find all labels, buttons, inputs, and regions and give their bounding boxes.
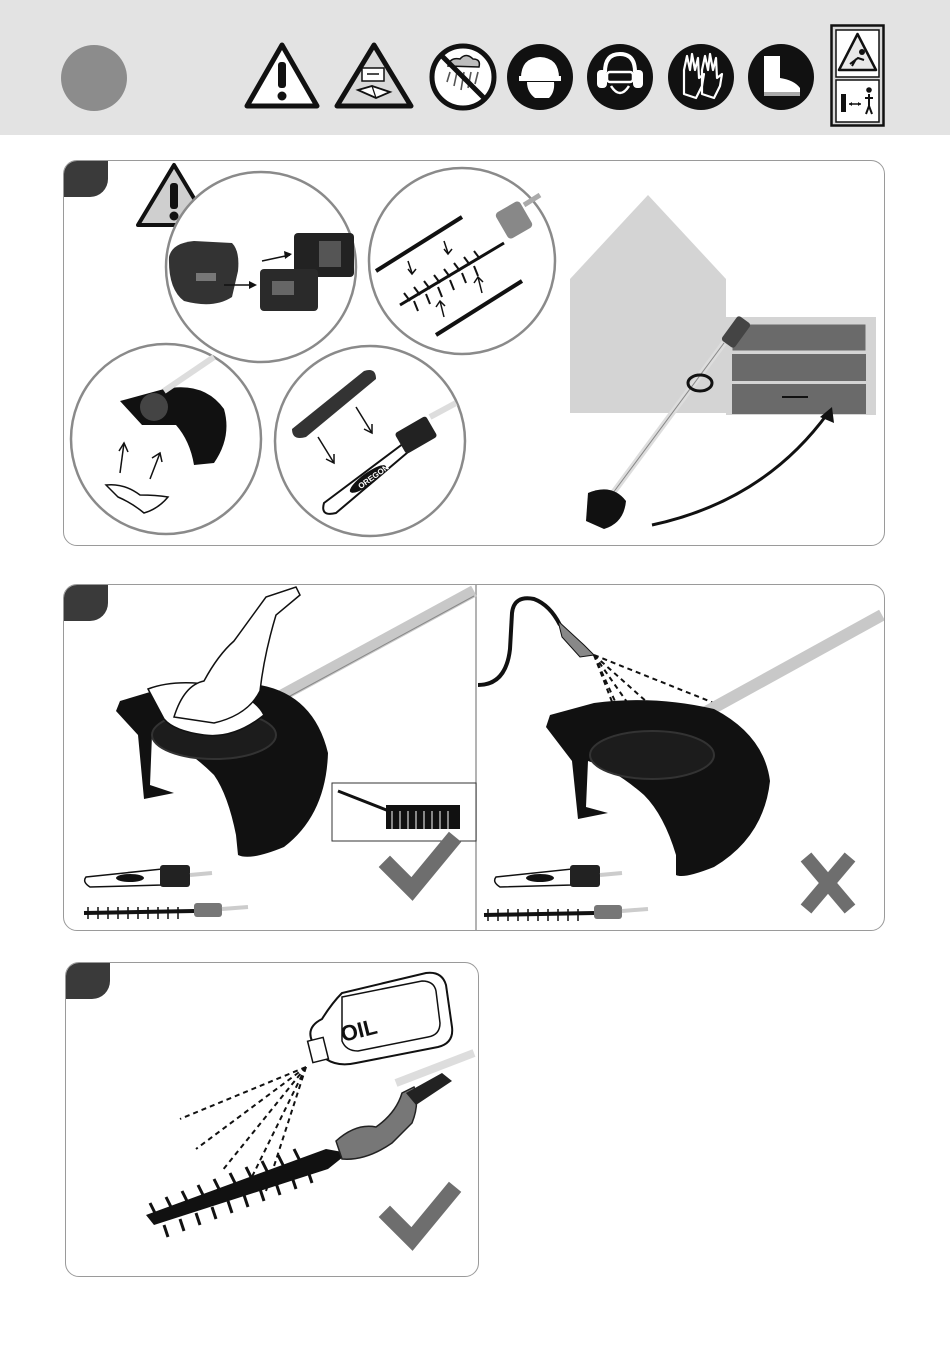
trimmer-guard-removal-illustration: [71, 344, 261, 534]
chain-bar-cover-illustration: OREGON: [275, 346, 465, 536]
wipe-clean-illustration: [84, 587, 476, 919]
warning-triangle-icon: [244, 42, 320, 110]
wear-ear-eye-protection-icon: [585, 42, 655, 112]
shed-storage-illustration: [570, 195, 876, 529]
header-bar: [0, 0, 950, 135]
battery-removal-illustration: [166, 172, 356, 362]
wear-gloves-icon: [666, 42, 736, 112]
oil-can-illustration: OIL: [308, 973, 453, 1065]
checkmark-icon: [390, 1193, 450, 1239]
hedge-trimmer-attachment-illustration: [146, 1053, 474, 1237]
wear-boots-icon: [746, 42, 816, 112]
wear-helmet-icon: [505, 42, 575, 112]
read-manual-icon: [334, 42, 414, 110]
cleaning-panel: [63, 584, 885, 931]
checkmark-icon: [390, 843, 450, 889]
cross-icon: [806, 857, 850, 909]
keep-distance-sign-icon: [830, 24, 886, 128]
no-rain-icon: [428, 42, 498, 112]
step-indicator-circle: [61, 45, 127, 111]
hedge-blade-cover-illustration: [369, 168, 555, 354]
storage-preparation-panel: OREGON: [63, 160, 885, 546]
lubrication-panel: OIL: [65, 962, 479, 1277]
